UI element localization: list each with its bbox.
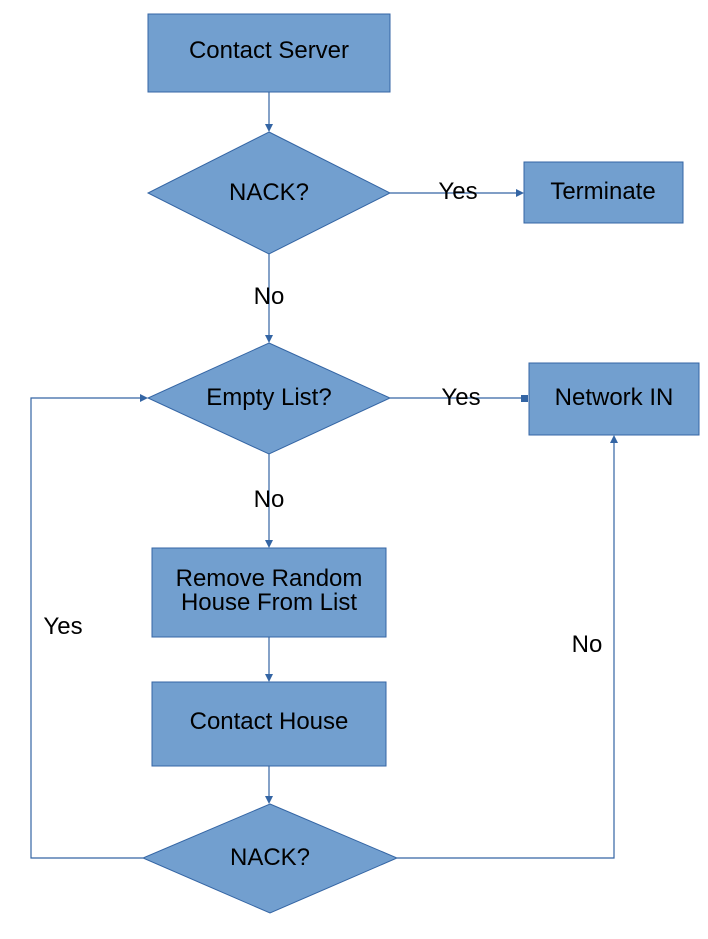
- edge-label-empty-no: No: [254, 486, 285, 513]
- edge-labels: Yes No Yes No Yes No: [43, 178, 602, 658]
- node-network-in: Network IN: [528, 362, 700, 436]
- arrowhead-nack1: [265, 124, 273, 132]
- edges: [30, 92, 618, 859]
- node-empty-list-label: Empty List?: [206, 384, 331, 411]
- edge-label-nack1-no: No: [254, 283, 285, 310]
- node-remove-house: Remove Random House From List: [151, 547, 387, 638]
- node-contact-house-label: Contact House: [190, 708, 349, 735]
- node-empty-list: Empty List?: [146, 342, 392, 455]
- arrowhead-terminate: [516, 189, 524, 197]
- arrowhead-network-from-nack2: [610, 435, 618, 443]
- arrowhead-empty-from-nack1: [265, 335, 273, 343]
- node-network-in-label: Network IN: [555, 384, 674, 411]
- node-nack-1-label: NACK?: [229, 179, 309, 206]
- edge-label-nack2-no: No: [572, 631, 603, 658]
- edge-nack2-to-network: [397, 443, 615, 859]
- node-remove-house-label-line2: House From List: [181, 589, 357, 616]
- edge-label-nack2-yes: Yes: [43, 613, 82, 640]
- edge-label-empty-yes: Yes: [441, 384, 480, 411]
- arrowhead-loop-empty: [140, 394, 148, 402]
- node-terminate-label: Terminate: [550, 178, 655, 205]
- arrowhead-nack2: [265, 796, 273, 804]
- node-contact-server-label: Contact Server: [189, 37, 349, 64]
- node-contact-house: Contact House: [151, 681, 387, 767]
- arrowhead-network: [521, 395, 528, 402]
- node-nack-2-label: NACK?: [230, 844, 310, 871]
- node-contact-server: Contact Server: [147, 13, 391, 93]
- node-remove-house-label-line1: Remove Random: [176, 565, 363, 592]
- node-terminate: Terminate: [523, 161, 684, 224]
- edge-label-nack1-yes: Yes: [438, 178, 477, 205]
- node-nack-2: NACK?: [141, 803, 399, 914]
- node-nack-1: NACK?: [146, 131, 392, 255]
- edge-nack2-loop-to-empty: [30, 397, 143, 859]
- arrowhead-contact-house: [265, 674, 273, 682]
- arrowhead-remove: [265, 540, 273, 548]
